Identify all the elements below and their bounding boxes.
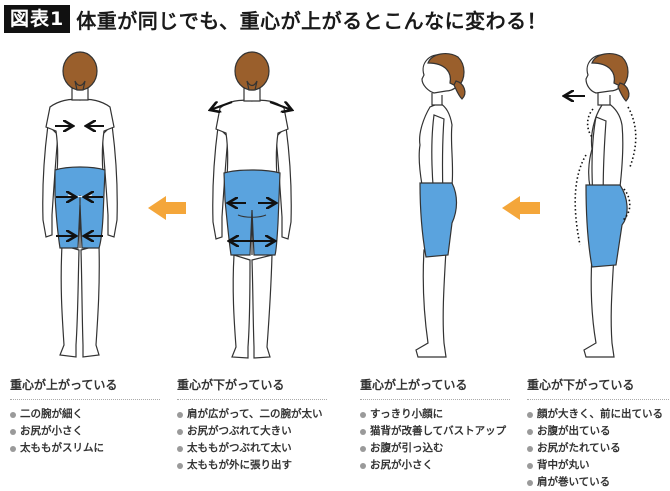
item-list: 二の腕が細く お尻が小さく 太ももがスリムに: [10, 406, 170, 457]
list-item: お腹が出ている: [527, 423, 670, 440]
list-item: 太ももがスリムに: [10, 440, 170, 457]
list-item: お尻が小さく: [10, 423, 170, 440]
bullet-icon: [360, 411, 366, 418]
item-list: 肩が広がって、二の腕が太い お尻がつぶれて大きい 太ももがつぶれて太い 太ももが…: [177, 406, 337, 474]
dotted-divider: [10, 399, 160, 400]
list-item: 顔が大きく、前に出ている: [527, 406, 670, 423]
list-item: 太ももが外に張り出す: [177, 457, 337, 474]
description-column-side-low: 重心が下がっている 顔が大きく、前に出ている お腹が出ている お尻がたれている …: [527, 377, 670, 491]
bullet-icon: [360, 428, 366, 435]
bullet-icon: [360, 445, 366, 452]
transition-arrow-left-2: [502, 196, 540, 220]
description-column-back-low: 重心が下がっている 肩が広がって、二の腕が太い お尻がつぶれて大きい 太ももがつ…: [177, 377, 337, 474]
bullet-icon: [360, 462, 366, 469]
header: 図表1 体重が同じでも、重心が上がるとこんなに変わる！: [4, 4, 547, 34]
bullet-icon: [177, 462, 183, 469]
arrows-outward-back-low: [210, 102, 292, 241]
list-item: 太ももがつぶれて太い: [177, 440, 337, 457]
bullet-icon: [10, 428, 16, 435]
transition-arrow-left-1: [148, 196, 186, 220]
item-list: すっきり小顔に 猫背が改善してバストアップ お腹が引っ込む お尻が小さく: [360, 406, 520, 474]
list-item: お腹が引っ込む: [360, 440, 520, 457]
page-title: 体重が同じでも、重心が上がるとこんなに変わる！: [76, 8, 548, 33]
list-item: お尻がつぶれて大きい: [177, 423, 337, 440]
list-item: すっきり小顔に: [360, 406, 520, 423]
bullet-icon: [527, 411, 533, 418]
column-heading: 重心が下がっている: [177, 378, 285, 392]
list-item: 猫背が改善してバストアップ: [360, 423, 520, 440]
bullet-icon: [177, 411, 183, 418]
bullet-icon: [177, 428, 183, 435]
posture-illustrations: [42, 51, 637, 359]
description-column-back-high: 重心が上がっている 二の腕が細く お尻が小さく 太ももがスリムに: [10, 377, 170, 457]
column-heading: 重心が上がっている: [10, 378, 118, 392]
list-item: 肩が広がって、二の腕が太い: [177, 406, 337, 423]
bullet-icon: [527, 462, 533, 469]
list-item: 二の腕が細く: [10, 406, 170, 423]
bullet-icon: [10, 445, 16, 452]
markers-side-low: [564, 96, 637, 246]
figure-side-low: [583, 53, 630, 358]
dotted-divider: [527, 399, 670, 400]
list-item: お尻がたれている: [527, 440, 670, 457]
description-column-side-high: 重心が上がっている すっきり小顔に 猫背が改善してバストアップ お腹が引っ込む …: [360, 377, 520, 474]
bullet-icon: [527, 479, 533, 486]
arrows-inward-back-high: [55, 126, 104, 236]
figure-back-low: [212, 51, 292, 359]
bullet-icon: [10, 411, 16, 418]
figure-back-high: [42, 51, 118, 358]
dotted-divider: [360, 399, 510, 400]
bullet-icon: [177, 445, 183, 452]
illustration-area: [0, 45, 670, 365]
bullet-icon: [527, 428, 533, 435]
figure-side-high: [415, 53, 466, 358]
list-item: 肩が巻いている: [527, 474, 670, 491]
column-heading: 重心が下がっている: [527, 378, 635, 392]
item-list: 顔が大きく、前に出ている お腹が出ている お尻がたれている 背中が丸い 肩が巻い…: [527, 406, 670, 491]
list-item: お尻が小さく: [360, 457, 520, 474]
dotted-divider: [177, 399, 327, 400]
list-item: 背中が丸い: [527, 457, 670, 474]
figure-label: 図表1: [4, 5, 71, 33]
column-heading: 重心が上がっている: [360, 378, 468, 392]
bullet-icon: [527, 445, 533, 452]
